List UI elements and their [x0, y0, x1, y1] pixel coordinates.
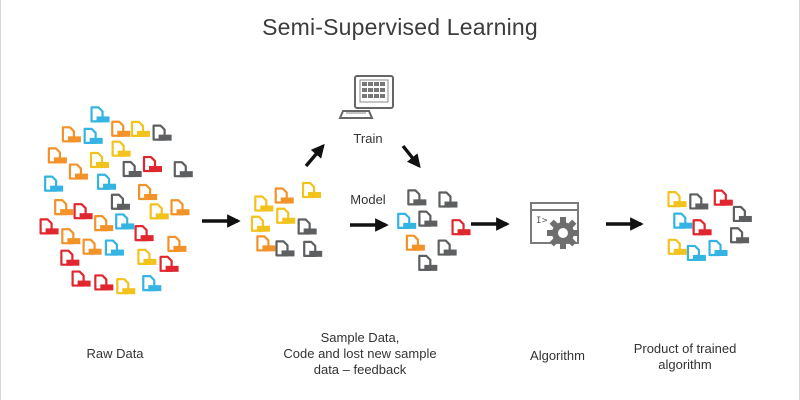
- document-icon: [116, 278, 136, 295]
- raw-data-label: Raw Data: [86, 346, 144, 361]
- document-clusters: [39, 106, 752, 295]
- document-icon: [73, 203, 93, 220]
- document-icon: [692, 219, 712, 236]
- document-icon: [451, 219, 471, 236]
- sample-label-line: data – feedback: [313, 362, 407, 377]
- document-icon: [39, 218, 59, 235]
- document-icon: [44, 175, 64, 192]
- document-icon: [729, 227, 750, 244]
- document-icon: [173, 161, 193, 178]
- document-icon: [90, 106, 110, 123]
- document-icon: [405, 234, 425, 251]
- document-icon: [713, 189, 733, 206]
- document-icon: [142, 275, 162, 292]
- document-icon: [89, 151, 110, 169]
- document-icon: [418, 254, 438, 271]
- document-icon: [115, 213, 135, 230]
- product-label: Product of trained algorithm: [620, 341, 750, 373]
- document-icon: [110, 193, 130, 210]
- document-icon: [732, 205, 752, 223]
- document-icon: [61, 228, 81, 245]
- document-icon: [94, 274, 114, 291]
- diagram-title: Semi-Supervised Learning: [262, 14, 538, 40]
- sample-label-line: Code and lost new sample: [283, 346, 437, 361]
- document-icon: [104, 239, 124, 256]
- flow-arrows: [202, 143, 644, 232]
- document-icon: [667, 191, 687, 208]
- document-icon: [111, 140, 131, 157]
- document-icon: [142, 155, 163, 173]
- document-icon: [297, 218, 317, 235]
- document-icon: [60, 249, 80, 266]
- arrow-down-train: [401, 144, 421, 169]
- computer-icon: [338, 75, 394, 119]
- document-icon: [152, 124, 172, 141]
- document-icon: [96, 173, 117, 190]
- document-icon: [708, 239, 728, 257]
- arrow-up-train: [304, 143, 325, 168]
- document-icon: [276, 207, 296, 224]
- document-icon: [418, 210, 438, 227]
- document-icon: [689, 193, 709, 210]
- document-icon: [673, 212, 693, 229]
- document-icon: [134, 225, 154, 242]
- document-icon: [250, 215, 270, 232]
- document-icon: [407, 189, 427, 206]
- document-icon: [130, 120, 150, 138]
- document-icon: [275, 240, 295, 257]
- document-icon: [159, 255, 179, 272]
- document-icon: [71, 270, 91, 287]
- document-icon: [167, 235, 187, 252]
- document-icon: [83, 127, 103, 144]
- document-icon: [47, 147, 67, 164]
- product-label-line: Product of trained: [633, 341, 737, 356]
- document-icon: [82, 238, 102, 255]
- gear-icon: I >: [530, 202, 579, 249]
- model-label: Model: [350, 192, 386, 207]
- document-icon: [61, 126, 81, 143]
- document-icon: [137, 248, 157, 265]
- document-icon: [303, 240, 323, 257]
- document-icon: [301, 181, 322, 199]
- sample-data-label: Sample Data, Code and lost new sample da…: [255, 330, 465, 378]
- document-icon: [274, 187, 294, 204]
- document-icon: [111, 120, 131, 137]
- document-icon: [686, 244, 706, 262]
- document-icon: [437, 239, 457, 256]
- document-icon: [397, 212, 417, 229]
- document-icon: [122, 160, 142, 178]
- document-icon: [138, 183, 158, 201]
- document-icon: [149, 203, 169, 220]
- document-icon: [254, 195, 274, 212]
- document-icon: [170, 199, 190, 216]
- document-icon: [54, 199, 74, 216]
- product-label-line: algorithm: [658, 357, 712, 372]
- train-label: Train: [353, 131, 383, 146]
- document-icon: [68, 163, 88, 180]
- document-icon: [256, 235, 276, 252]
- sample-label-line: Sample Data,: [320, 330, 400, 345]
- document-icon: [94, 215, 114, 232]
- document-icon: [667, 238, 687, 255]
- algorithm-label: Algorithm: [530, 348, 585, 363]
- document-icon: [438, 191, 458, 208]
- svg-text:I: I: [536, 216, 541, 226]
- svg-text:>: >: [542, 216, 548, 226]
